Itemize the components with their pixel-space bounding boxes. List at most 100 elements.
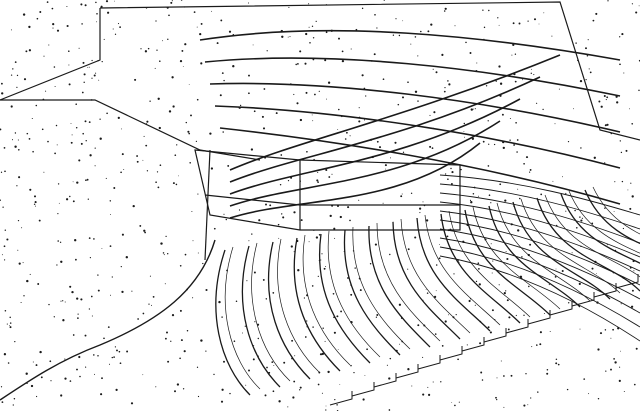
stipple-dot	[62, 319, 65, 322]
seat-row-back	[448, 210, 531, 318]
stipple-dot	[606, 244, 608, 246]
stipple-dot	[578, 282, 581, 285]
stipple-dot	[80, 142, 83, 145]
stipple-dot	[334, 237, 336, 239]
stipple-dot	[438, 244, 440, 245]
stipple-dot	[121, 128, 123, 130]
stipple-dot	[114, 33, 117, 35]
stipple-dot	[353, 371, 355, 374]
stipple-dot	[120, 171, 122, 174]
balcony-sweep	[229, 120, 501, 207]
stipple-dot	[220, 400, 224, 403]
stipple-dot	[96, 21, 98, 23]
stipple-dot	[25, 50, 28, 53]
stipple-dot	[253, 271, 256, 274]
stipple-dot	[492, 260, 494, 262]
stipple-dot	[262, 278, 265, 281]
stipple-dot	[14, 61, 17, 63]
stipple-dot	[238, 106, 241, 109]
stipple-dot	[501, 113, 504, 116]
stipple-dot	[458, 401, 460, 403]
upper-seat-row	[439, 219, 640, 286]
stipple-dot	[494, 318, 496, 321]
stipple-dot	[84, 4, 87, 7]
stipple-dot	[364, 375, 366, 376]
stipple-dot	[490, 243, 492, 245]
stipple-dot	[604, 124, 607, 127]
stipple-dot	[460, 168, 462, 171]
stipple-dot	[20, 301, 22, 304]
stipple-dot	[394, 141, 397, 144]
stipple-dot	[280, 154, 283, 156]
stipple-dot	[176, 383, 180, 386]
stipple-dot	[119, 26, 121, 28]
stipple-dot	[9, 316, 11, 319]
stipple-dot	[490, 202, 492, 204]
stipple-dot	[311, 285, 314, 287]
stipple-dot	[483, 38, 485, 41]
stipple-dot	[145, 123, 148, 125]
stipple-dot	[384, 164, 387, 167]
stipple-dot	[531, 346, 533, 348]
stipple-dot	[266, 366, 268, 369]
stipple-dot	[539, 331, 542, 334]
stipple-dot	[482, 9, 484, 11]
stipple-dot	[64, 358, 66, 360]
stipple-dot	[555, 268, 557, 270]
stipple-dot	[305, 91, 308, 94]
stipple-dot	[398, 303, 402, 306]
stipple-dot	[205, 350, 207, 352]
stipple-dot	[76, 368, 78, 371]
stipple-dot	[631, 289, 634, 292]
stipple-dot	[579, 216, 581, 218]
stipple-dot	[365, 95, 367, 97]
stipple-dot	[30, 384, 34, 388]
balcony-edge	[219, 127, 621, 205]
stipple-dot	[103, 38, 105, 40]
stipple-dot	[527, 404, 529, 406]
stipple-dot	[567, 302, 570, 304]
stipple-dot	[475, 70, 478, 72]
seat-row-back	[400, 218, 471, 334]
stipple-dot	[261, 115, 264, 118]
stipple-dot	[164, 283, 166, 285]
stipple-dot	[361, 7, 364, 10]
upper-seat-row	[439, 246, 640, 328]
stipple-dot	[548, 284, 550, 286]
stipple-dot	[621, 33, 624, 36]
stipple-dot	[304, 62, 307, 65]
stipple-dot	[85, 366, 87, 368]
stipple-dot	[132, 204, 135, 208]
stipple-dot	[297, 63, 299, 65]
stipple-dot	[411, 385, 413, 387]
stipple-dot	[156, 49, 158, 51]
seat-row-back	[277, 238, 321, 374]
stipple-dot	[479, 342, 482, 345]
stipple-dot	[339, 215, 342, 219]
stipple-dot	[338, 108, 340, 111]
stipple-dot	[433, 111, 436, 114]
stipple-dot	[94, 147, 96, 149]
stipple-dot	[293, 211, 296, 214]
stipple-dot	[115, 388, 118, 392]
upper-seat-row	[439, 183, 640, 230]
stipple-dot	[191, 211, 193, 212]
stipple-dot	[606, 96, 609, 99]
stipple-dot	[469, 52, 472, 54]
stipple-dot	[549, 331, 551, 332]
stipple-dot	[78, 47, 80, 49]
stipple-dot	[17, 249, 19, 251]
stipple-dot	[621, 180, 624, 183]
stipple-dot	[107, 11, 110, 14]
stipple-dot	[374, 13, 376, 16]
stipple-dot	[253, 110, 256, 113]
stipple-dot	[482, 140, 485, 143]
stipple-dot	[69, 195, 71, 198]
stipple-dot	[216, 42, 219, 45]
stipple-dot	[395, 18, 397, 20]
stipple-dot	[53, 66, 56, 68]
seat-row-back	[496, 202, 591, 302]
stipple-dot	[277, 223, 280, 226]
upper-seat-row	[439, 201, 640, 258]
